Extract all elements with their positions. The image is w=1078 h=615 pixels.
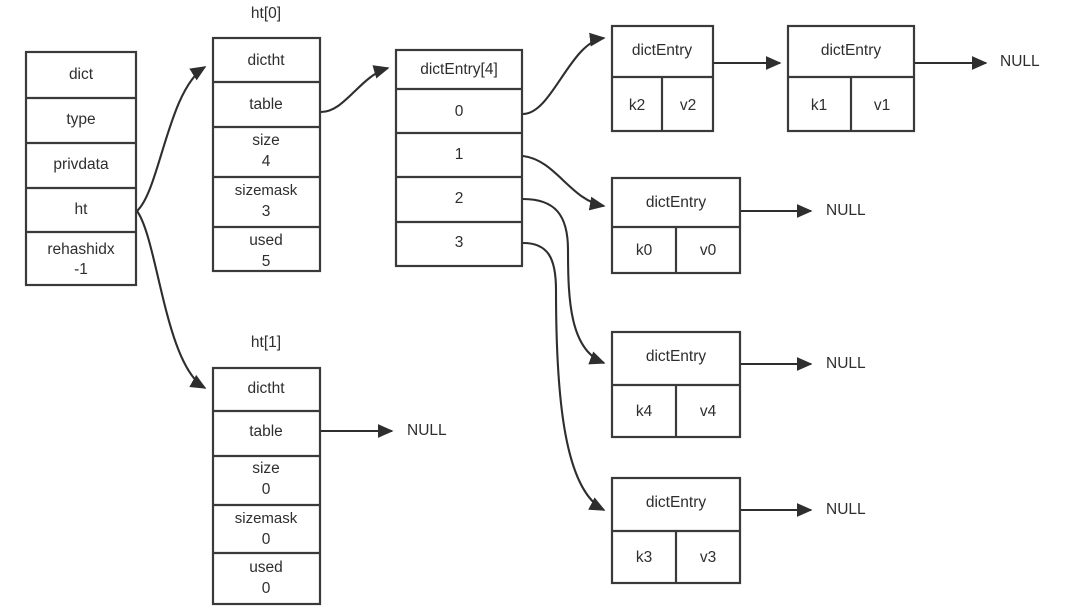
ht0-field-dictht-label: dictht <box>247 52 285 69</box>
bucket-slot-3: 3 <box>455 234 464 251</box>
dictentry-k1-header: dictEntry <box>821 42 882 59</box>
dict-field-dict-label: dict <box>69 66 94 83</box>
dict-struct-box: dict type privdata ht rehashidx -1 <box>24 50 138 287</box>
dictentry-node-k0: dictEntry k0 v0 <box>610 176 742 275</box>
ht0-field-used-label: used <box>249 232 283 249</box>
null-label-entry-k3: NULL <box>826 501 866 518</box>
dictentry-k2-value: v2 <box>680 97 696 114</box>
ht1-field-sizemask-value: 0 <box>262 531 271 548</box>
bucket-slot-2: 2 <box>455 190 464 207</box>
link-slot0-to-entry-k2 <box>522 32 606 116</box>
dict-field-ht-label: ht <box>75 201 89 218</box>
dictentry-k2-header: dictEntry <box>632 42 693 59</box>
dictentry-k4-header: dictEntry <box>646 348 707 365</box>
ht1-box: ht[1] dictht table size 0 sizemask 0 use… <box>211 334 322 606</box>
dictentry-k0-value: v0 <box>700 242 717 259</box>
dictentry-node-k3: dictEntry k3 v3 <box>610 476 742 585</box>
dictentry-k1-value: v1 <box>874 97 890 114</box>
ht1-field-sizemask-label: sizemask <box>235 510 298 527</box>
dict-field-rehashidx-label: rehashidx <box>47 241 114 258</box>
ht0-field-sizemask-label: sizemask <box>235 182 298 199</box>
bucket-array-header: dictEntry[4] <box>420 61 498 78</box>
dict-struct-outline <box>24 50 138 287</box>
ht1-outline <box>211 366 322 606</box>
ht1-caption: ht[1] <box>251 334 281 351</box>
bucket-slot-0: 0 <box>455 103 464 120</box>
dictentry-k3-key: k3 <box>636 549 652 566</box>
ht0-field-size-value: 4 <box>262 153 271 170</box>
link-slot2-to-entry-k4 <box>522 197 606 365</box>
dictentry-k3-value: v3 <box>700 549 716 566</box>
dictentry-k0-key: k0 <box>636 242 653 259</box>
dictentry-node-k2: dictEntry k2 v2 <box>610 24 715 133</box>
ht0-field-used-value: 5 <box>262 253 271 270</box>
dict-field-type-label: type <box>66 111 95 128</box>
bucket-array-outline <box>394 48 524 268</box>
link-dict-ht-to-ht0 <box>136 66 207 212</box>
dictentry-k0-header: dictEntry <box>646 194 707 211</box>
ht1-field-size-value: 0 <box>262 481 271 498</box>
ht1-field-size-label: size <box>252 460 280 477</box>
dictentry-k2-key: k2 <box>629 97 645 114</box>
ht0-caption: ht[0] <box>251 5 281 22</box>
null-label-entry-k0: NULL <box>826 202 866 219</box>
dictentry-node-k1: dictEntry k1 v1 <box>786 24 916 133</box>
null-label-entry-k1: NULL <box>1000 53 1040 70</box>
ht0-field-sizemask-value: 3 <box>262 203 271 220</box>
dictentry-k1-key: k1 <box>811 97 827 114</box>
ht0-field-size-label: size <box>252 132 280 149</box>
bucket-array-box: dictEntry[4] 0 1 2 3 <box>394 48 524 268</box>
bucket-slot-1: 1 <box>455 146 464 163</box>
dict-field-rehashidx-value: -1 <box>74 261 88 278</box>
ht0-box: ht[0] dictht table size 4 sizemask 3 use… <box>211 5 322 273</box>
ht1-field-used-label: used <box>249 559 283 576</box>
ht0-field-table-label: table <box>249 96 283 113</box>
dictentry-k4-key: k4 <box>636 403 653 420</box>
link-dict-ht-to-ht1 <box>136 210 207 389</box>
link-slot3-to-entry-k3 <box>522 241 606 511</box>
null-label-ht1-table: NULL <box>407 422 447 439</box>
link-slot1-to-entry-k0 <box>522 154 606 211</box>
ht0-outline <box>211 36 322 273</box>
dictentry-node-k4: dictEntry k4 v4 <box>610 330 742 439</box>
dict-field-privdata-label: privdata <box>53 156 109 173</box>
ht1-field-table-label: table <box>249 423 283 440</box>
dictentry-k4-value: v4 <box>700 403 717 420</box>
ht1-field-used-value: 0 <box>262 580 271 597</box>
dictentry-k3-header: dictEntry <box>646 494 707 511</box>
null-label-entry-k4: NULL <box>826 355 866 372</box>
ht1-field-dictht-label: dictht <box>247 380 285 397</box>
link-ht0-table-to-bucket-array <box>320 65 390 114</box>
